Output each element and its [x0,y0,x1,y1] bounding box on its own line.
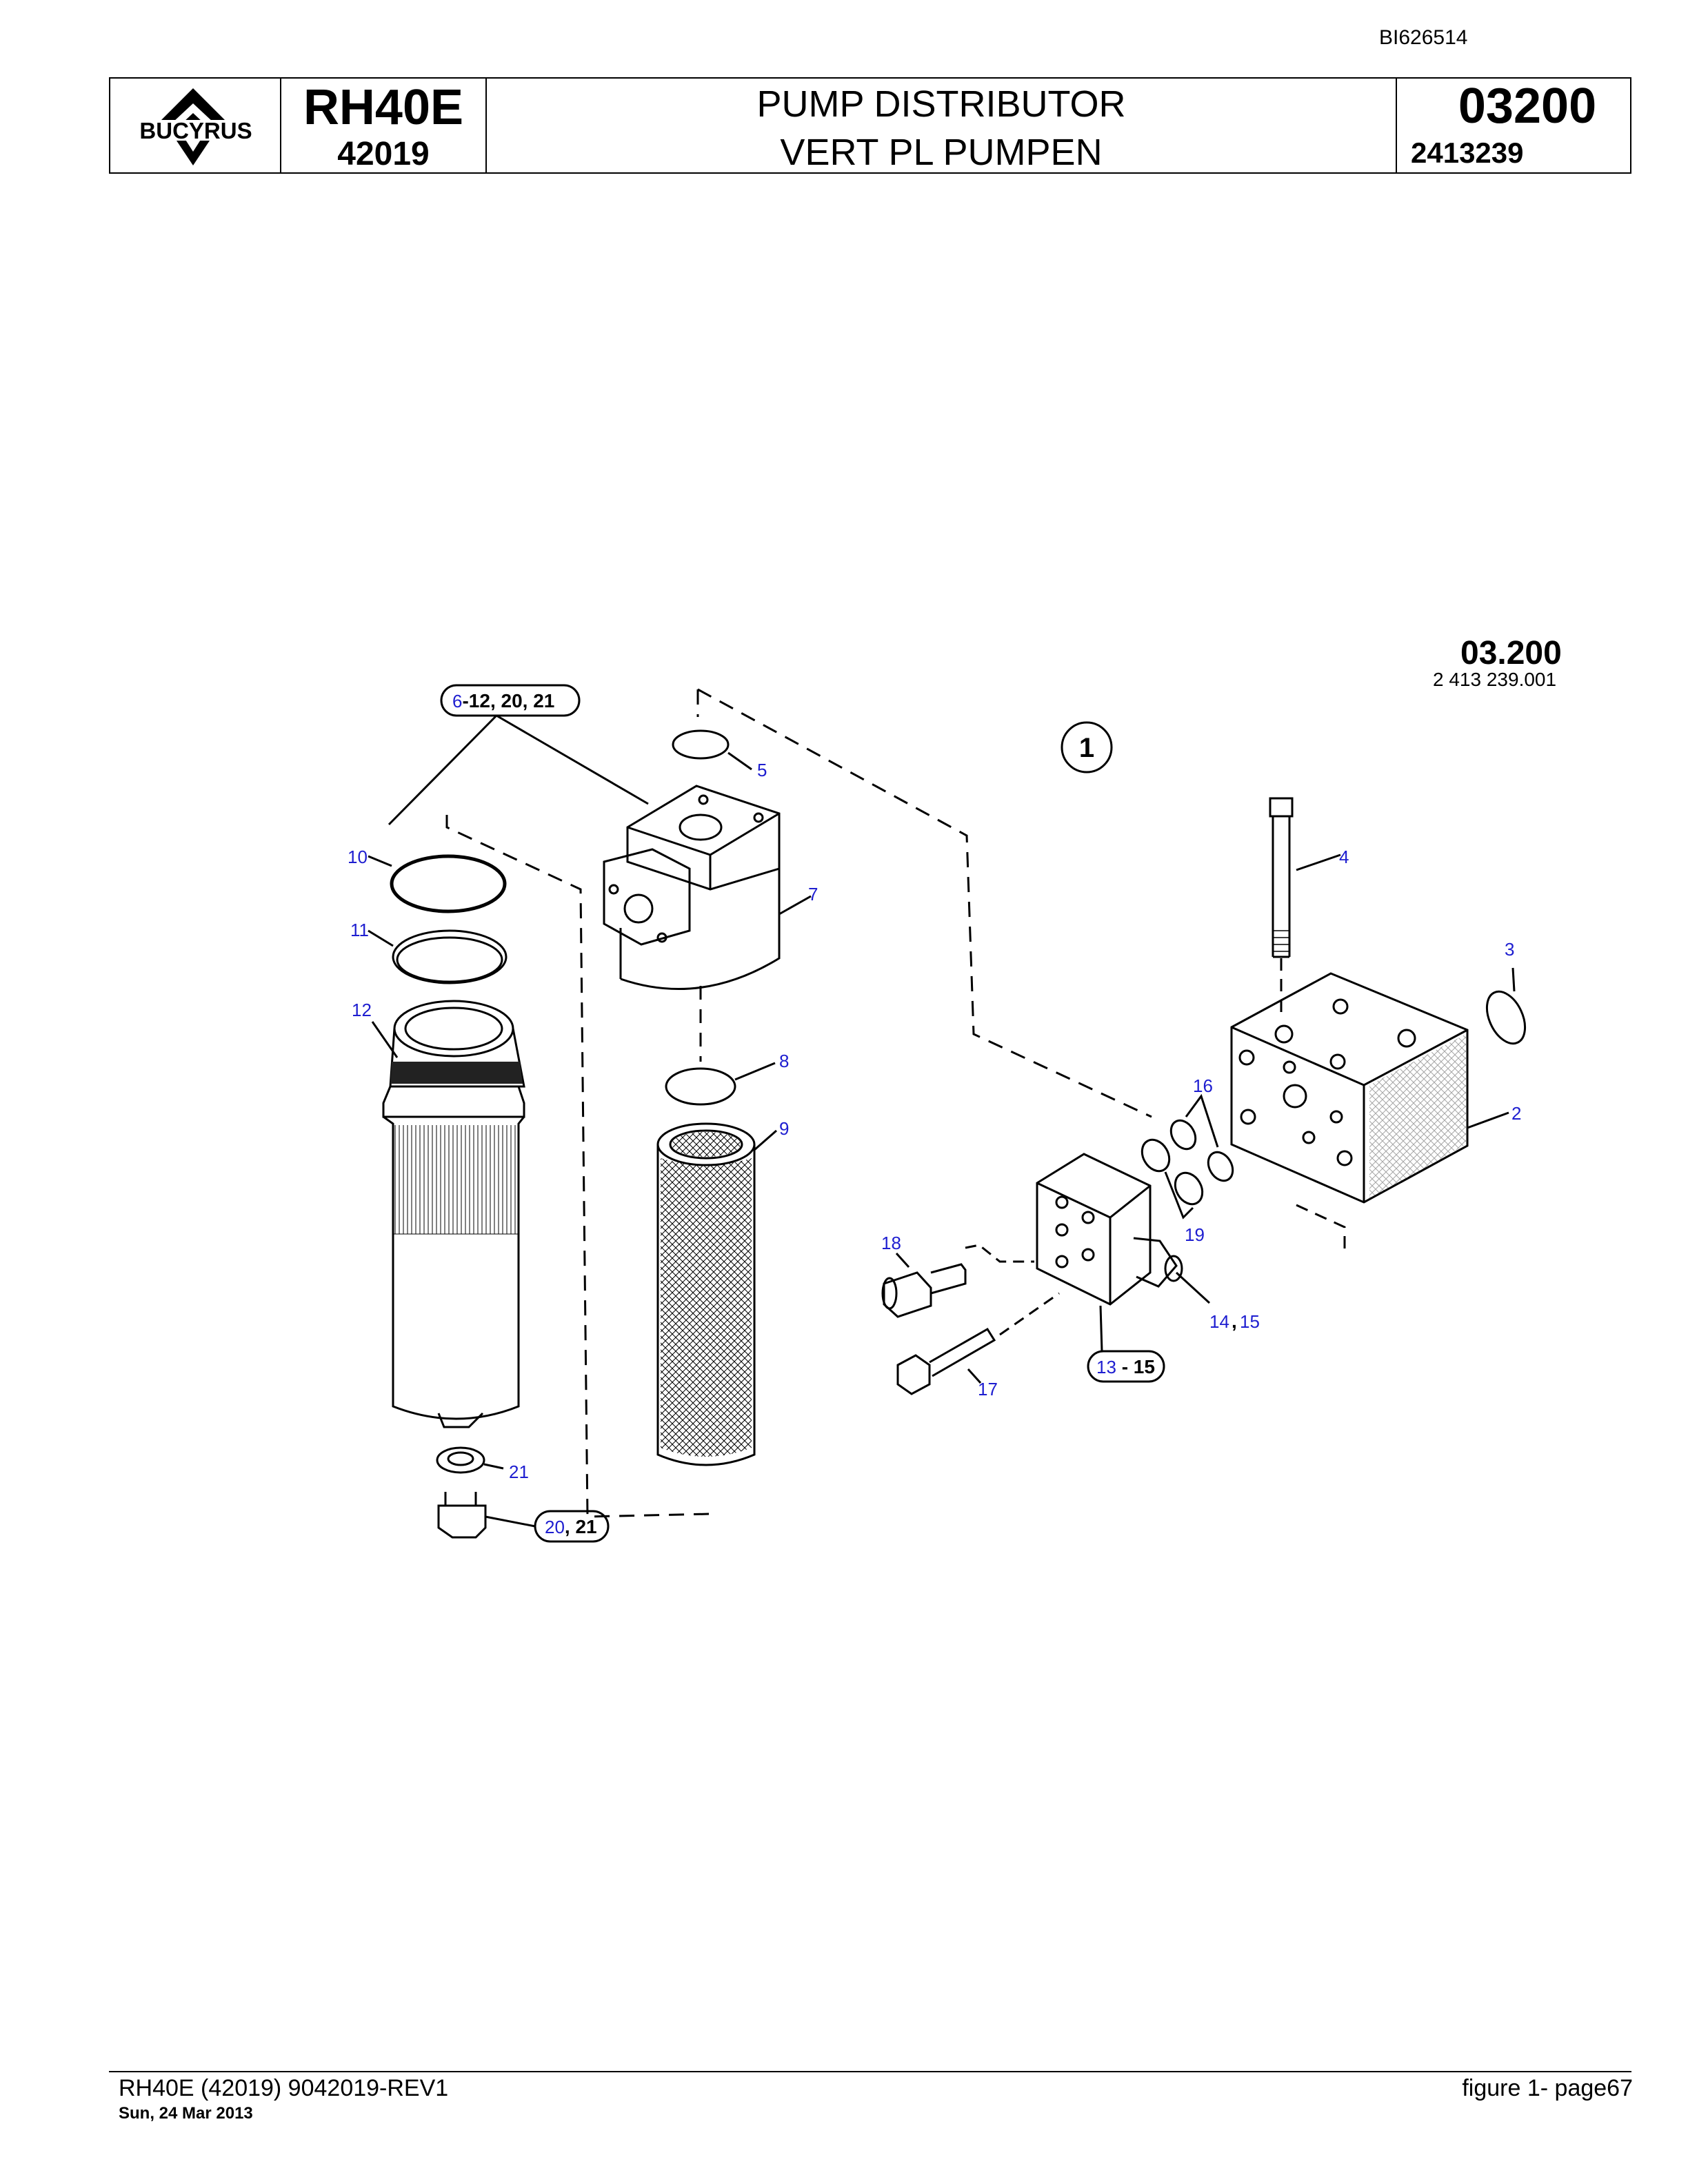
drawing-number: 2 413 239.001 [1433,669,1557,690]
leader-18 [895,1252,910,1268]
leader-19 [1164,1171,1194,1220]
callout-comma: , [1232,1311,1237,1332]
callout-7: 7 [808,884,818,904]
callout-17: 17 [978,1379,998,1399]
figure-marker-label: 1 [1079,733,1094,763]
block-shading [1369,1034,1466,1200]
model-cell: RH40E 42019 [281,79,487,172]
leader-2 [1467,1111,1509,1129]
leader-21 [483,1463,504,1470]
footer-rule [109,2071,1631,2072]
footer-date: Sun, 24 Mar 2013 [119,2104,253,2123]
leader-6-right [496,714,649,805]
screw-17 [896,1327,996,1395]
o-ring-16-upper [1169,1119,1197,1151]
leader-11 [368,929,394,947]
callout-21: 21 [509,1462,529,1482]
model-name: RH40E [303,80,464,135]
logo-text: BUCYRUS [139,118,252,143]
assembly-line-head [696,688,1152,1118]
seal-ring-21 [436,1446,485,1474]
leader-13 [1099,1305,1103,1352]
filter-bowl-thread [390,1062,523,1084]
leader-3 [1511,967,1516,992]
leader-7 [778,895,812,916]
leader-14 [1175,1271,1211,1304]
callout-12: 12 [352,1000,372,1020]
callout-15: 15 [1240,1311,1260,1332]
o-ring-8 [665,1067,736,1106]
backup-ring-11-inner [396,936,503,983]
callout-10: 10 [348,847,368,867]
bolt-4 [1269,797,1294,958]
distributor-block-2 [1230,972,1469,1204]
callout-11: 11 [350,920,369,940]
o-ring-16-lower [1207,1151,1234,1182]
title-cell: PUMP DISTRIBUTOR VERT PL PUMPEN [487,79,1397,172]
part-number: 2413239 [1411,136,1524,169]
plug-20 [437,1492,487,1539]
callout-bubble-6-21 [440,684,581,717]
callout-18: 18 [881,1233,901,1253]
callout-group-20-21: 20, 21 [545,1516,597,1537]
serial-number: 42019 [337,136,430,172]
callout-group-6-21: 6-12, 20, 21 [452,690,554,711]
callout-5: 5 [757,760,767,780]
leader-5 [727,751,752,771]
footer-page: figure 1- page67 [1462,2075,1633,2101]
bucyrus-logo: BUCYRUS [121,88,270,165]
callout-bubble-13-15 [1087,1350,1165,1383]
leader-8 [734,1062,776,1081]
fitting-18 [881,1263,967,1318]
o-ring-3 [1485,990,1527,1045]
seal-ring-19-lower [1174,1171,1204,1206]
seal-ring-19-upper [1141,1138,1171,1173]
callout-3: 3 [1505,939,1514,960]
group-reference: 03.200 [1460,635,1562,671]
title-block: BUCYRUS RH40E 42019 PUMP DISTRIBUTOR VER… [109,77,1631,174]
leader-16 [1185,1093,1219,1148]
assembly-line-screw [999,1292,1060,1336]
leader-6-left [388,714,498,826]
callout-19: 19 [1185,1224,1205,1245]
leader-20 [485,1515,536,1528]
footer-doc-ref: RH40E (42019) 9042019-REV1 [119,2075,449,2101]
callout-group-13-15: 13 - 15 [1096,1356,1155,1377]
backup-ring-11 [392,929,508,984]
callout-4: 4 [1339,847,1349,867]
leader-12 [371,1021,399,1058]
o-ring-10 [390,854,507,913]
title-german: VERT PL PUMPEN [780,132,1103,173]
o-ring-5 [672,729,730,760]
callout-14: 14 [1209,1311,1229,1332]
valve-block-13 [1036,1153,1183,1306]
document-id: BI626514 [1379,26,1468,49]
callout-8: 8 [779,1051,789,1071]
logo-cell: BUCYRUS [110,79,281,172]
filter-bowl-12 [382,1000,525,1428]
assembly-line-bowl [445,815,711,1518]
leader-4 [1296,853,1341,871]
group-number: 03200 [1458,79,1597,134]
number-cell: 03200 2413239 [1397,79,1630,172]
callout-2: 2 [1511,1103,1521,1124]
filter-bowl-ribs [394,1125,517,1234]
leader-9 [754,1129,777,1151]
leader-17 [967,1368,982,1384]
seal-ring-21-inner [447,1451,474,1466]
filter-element-top-mesh [672,1132,741,1157]
leader-10 [368,855,392,867]
title-english: PUMP DISTRIBUTOR [756,83,1126,125]
filter-element-mesh [661,1158,752,1457]
callout-9: 9 [779,1118,789,1139]
callout-16: 16 [1193,1075,1213,1096]
figure-marker-circle [1061,721,1113,774]
assembly-line-block [1296,1204,1346,1252]
assembly-line-fitting [965,1244,1034,1263]
filter-head-7 [603,785,781,991]
